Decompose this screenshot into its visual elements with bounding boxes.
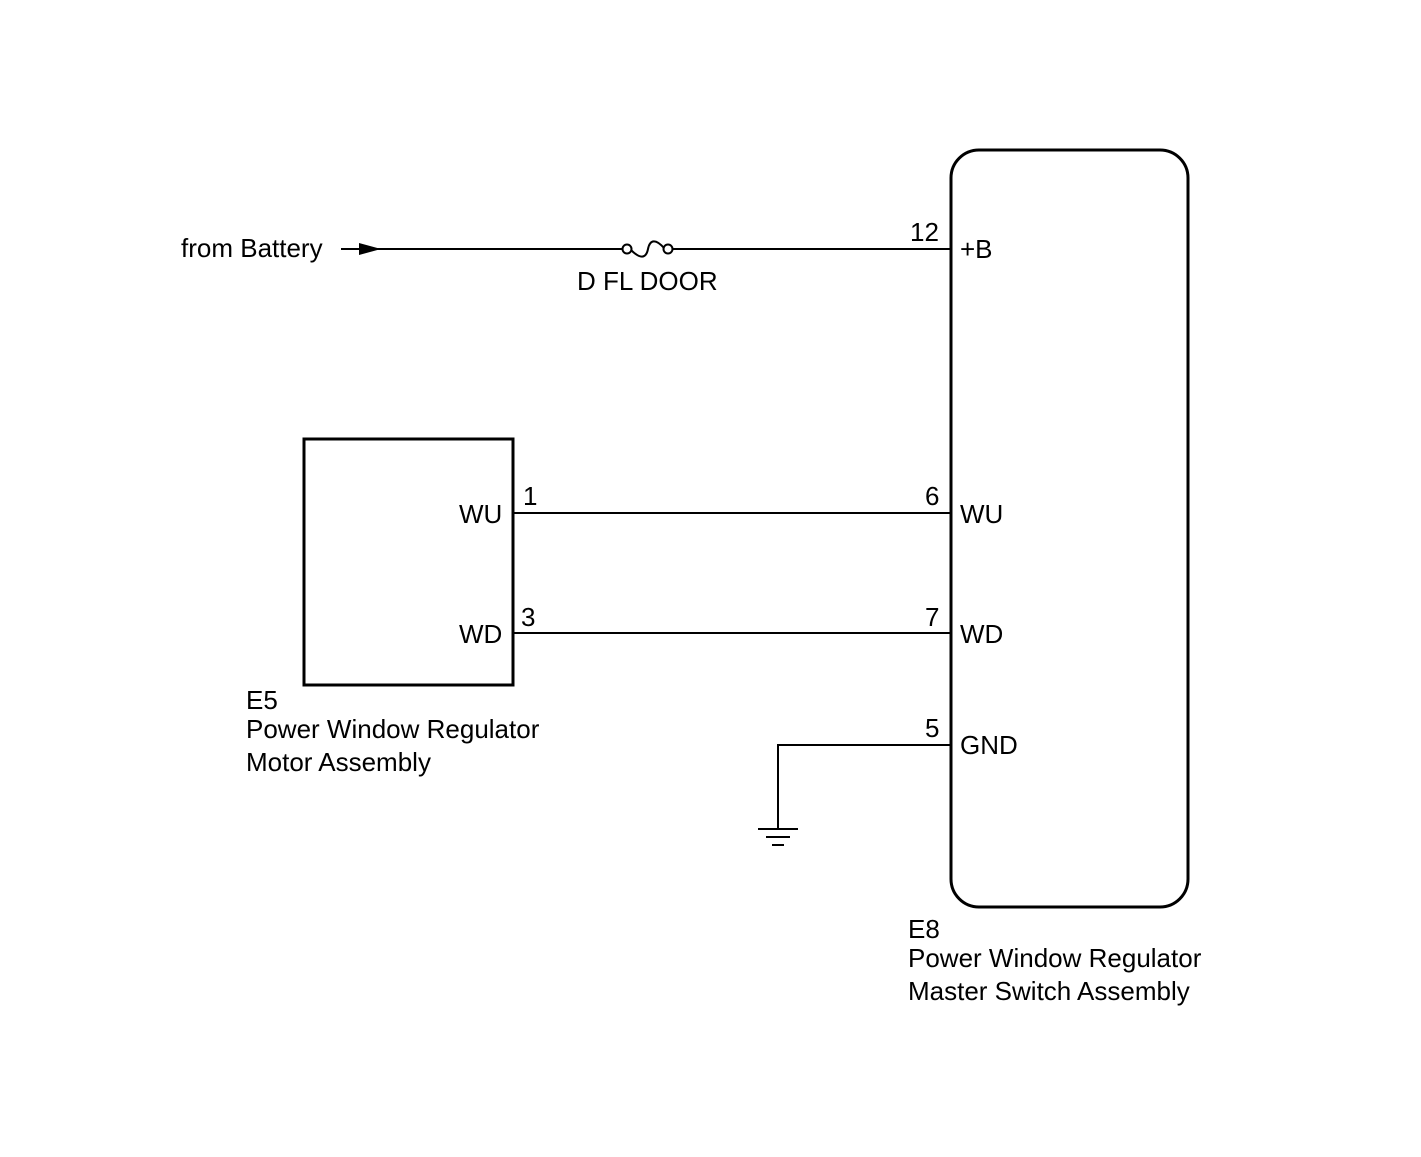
wire-gnd [777,744,951,829]
fuse-label: D FL DOOR [577,266,718,296]
switch-pin-wu-number: 6 [925,481,939,511]
motor-pin-wu-label: WU [459,499,502,529]
fuse-icon [621,240,674,258]
switch-pin-wd-label: WD [960,619,1003,649]
switch-pin-plus-b-label: +B [960,234,993,264]
switch-pin-gnd-label: GND [960,730,1018,760]
motor-assembly-box [302,437,515,687]
motor-pin-wd-number: 3 [521,602,535,632]
master-switch-box [949,148,1190,909]
motor-name-line2: Motor Assembly [246,747,431,777]
battery-source-label: from Battery [181,233,323,263]
ground-icon [758,828,798,846]
switch-pin-gnd-number: 5 [925,713,939,743]
motor-pin-wd-label: WD [459,619,502,649]
motor-pin-wu-number: 1 [523,481,537,511]
motor-id-label: E5 [246,685,278,715]
switch-pin-wu-label: WU [960,499,1003,529]
switch-pin-plus-b-number: 12 [910,217,939,247]
switch-name-line1: Power Window Regulator [908,943,1202,973]
switch-id-label: E8 [908,914,940,944]
switch-name-line2: Master Switch Assembly [908,976,1190,1006]
switch-pin-wd-number: 7 [925,602,939,632]
motor-name-line1: Power Window Regulator [246,714,540,744]
